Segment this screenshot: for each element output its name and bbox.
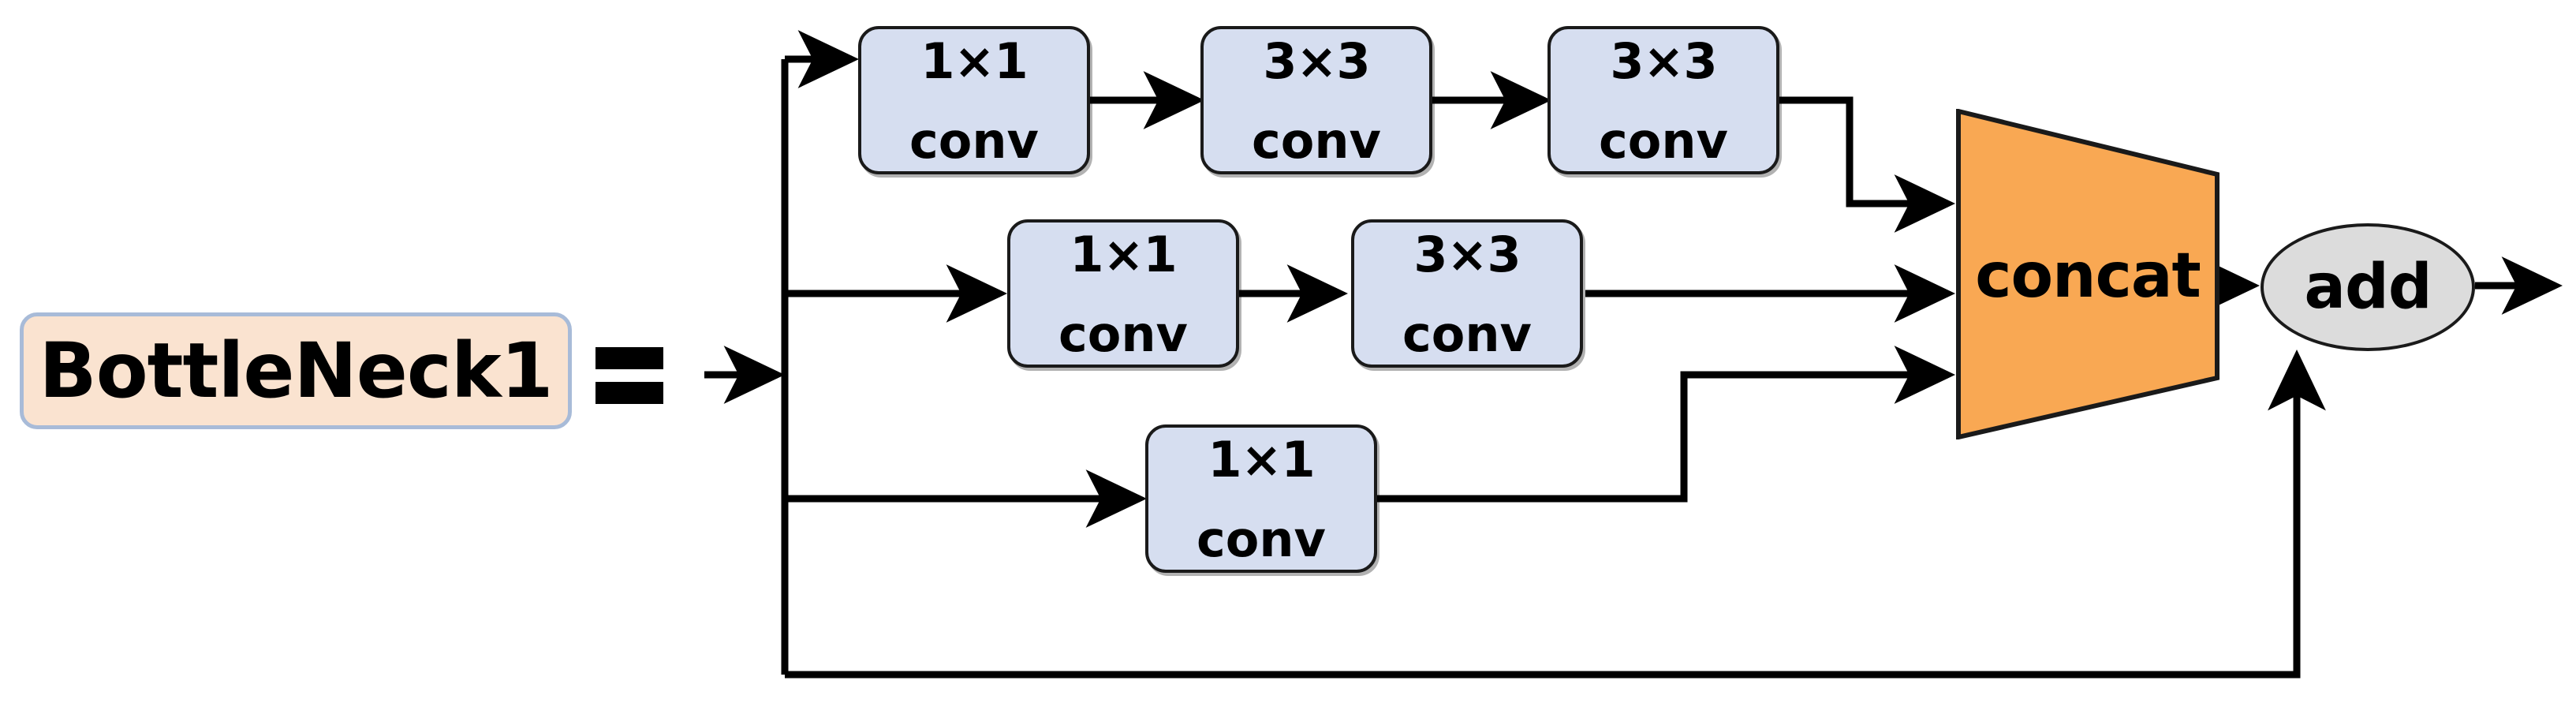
conv-kernel-label: 1×1 (920, 32, 1028, 90)
conv-op-label: conv (1197, 510, 1326, 568)
conv-op-label: conv (1058, 305, 1188, 363)
conv-block-middle-1[interactable]: 1×1 conv (1007, 219, 1239, 368)
wire-bottom-to-concat (1371, 346, 1956, 503)
equals-bar-top (595, 347, 663, 369)
conv-block-top-3[interactable]: 3×3 conv (1547, 26, 1779, 174)
conv-kernel-label: 3×3 (1413, 226, 1521, 283)
conv-op-label: conv (1252, 111, 1381, 170)
module-label-text: BottleNeck1 (39, 327, 554, 415)
concat-trapezoid-icon (1956, 109, 2219, 439)
wire-top-to-concat (1777, 96, 1956, 233)
conv-kernel-label: 1×1 (1070, 226, 1177, 283)
conv-kernel-label: 3×3 (1610, 32, 1717, 90)
add-node[interactable]: add (2261, 223, 2475, 351)
equals-sign (595, 346, 663, 406)
conv-block-bottom-1[interactable]: 1×1 conv (1145, 424, 1377, 573)
conv-kernel-label: 3×3 (1263, 32, 1370, 90)
conv-block-top-2[interactable]: 3×3 conv (1200, 26, 1432, 174)
module-label-box[interactable]: BottleNeck1 (20, 312, 572, 429)
equals-bar-bottom (595, 382, 663, 404)
concat-label: concat (1975, 241, 2201, 312)
add-label: add (2304, 252, 2432, 323)
conv-block-top-1[interactable]: 1×1 conv (858, 26, 1090, 174)
conv-op-label: conv (1402, 305, 1532, 363)
conv-op-label: conv (1599, 111, 1728, 170)
conv-block-middle-2[interactable]: 3×3 conv (1351, 219, 1583, 368)
concat-node[interactable] (1956, 109, 2219, 439)
conv-kernel-label: 1×1 (1208, 431, 1315, 488)
conv-op-label: conv (909, 111, 1039, 170)
